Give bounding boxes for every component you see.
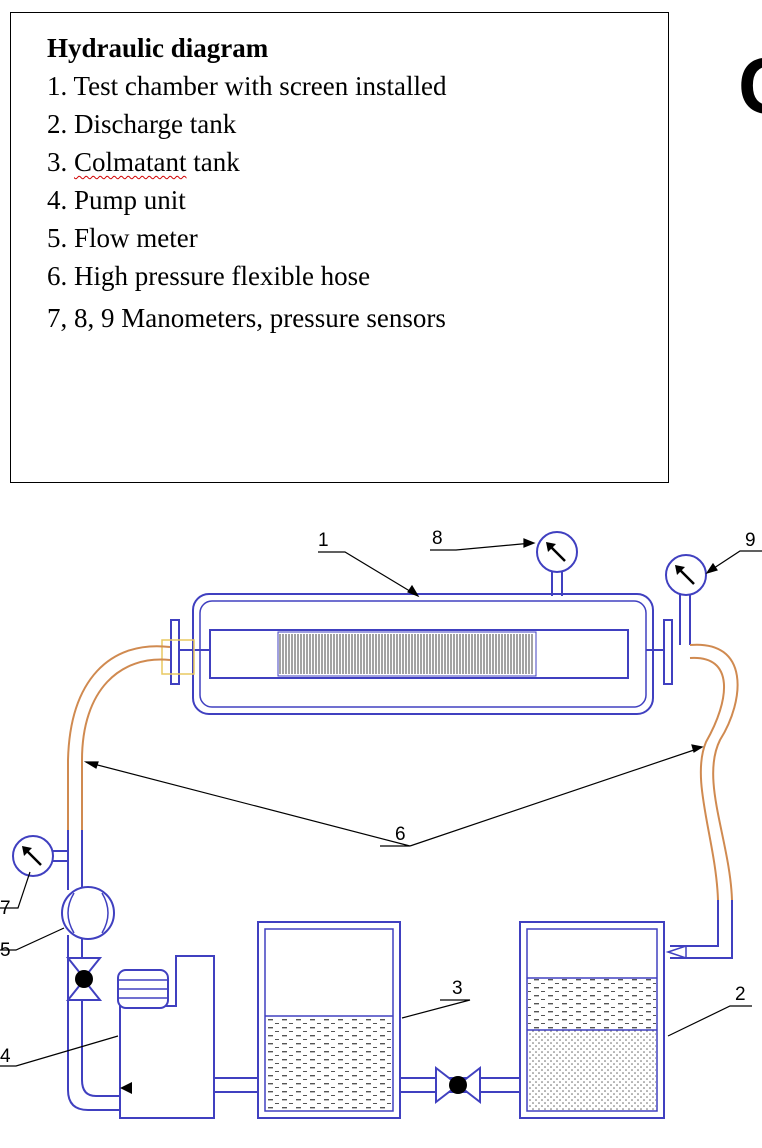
- flow-meter: [61, 886, 115, 940]
- legend-item-2: 2. Discharge tank: [47, 109, 237, 139]
- manometer-7: [12, 835, 68, 877]
- side-glyph: C: [738, 40, 762, 132]
- return-pipe: [665, 900, 733, 960]
- legend-item-3: 3. Colmatant tank: [47, 147, 240, 178]
- pump-outlet-pipe: [214, 1077, 258, 1093]
- flexible-hose-left: [67, 645, 171, 830]
- legend-item-7: 7, 8, 9 Manometers, pressure sensors: [47, 303, 446, 333]
- callout-3: 3: [452, 978, 463, 999]
- legend-item-6: 6. High pressure flexible hose: [47, 261, 371, 291]
- screen-mesh: [279, 634, 533, 674]
- legend-item-3-word: Colmatant: [74, 147, 187, 177]
- flexible-hose-right: [689, 643, 739, 901]
- leader-lines: [0, 538, 762, 1067]
- callout-7: 7: [0, 898, 11, 919]
- callout-9: 9: [745, 530, 756, 551]
- legend-item-3-rest: tank: [186, 147, 240, 177]
- legend-title: Hydraulic diagram: [47, 33, 269, 63]
- valve-middle: [435, 1065, 481, 1105]
- callout-1: 1: [318, 530, 329, 551]
- discharge-tank: [519, 921, 665, 1119]
- manometer-9: [665, 554, 707, 645]
- supply-pipe: [67, 830, 120, 1111]
- manometer-8: [536, 531, 578, 596]
- legend-box: Hydraulic diagram 1. Test chamber with s…: [10, 12, 669, 483]
- callout-6: 6: [395, 824, 406, 845]
- callout-4: 4: [0, 1046, 11, 1067]
- valve-left: [65, 957, 103, 1001]
- legend-item-1: 1. Test chamber with screen installed: [47, 71, 447, 101]
- callout-8: 8: [432, 528, 443, 549]
- legend-item-5: 5. Flow meter: [47, 223, 198, 253]
- colmatant-tank: [257, 921, 401, 1119]
- callout-2: 2: [735, 984, 746, 1005]
- legend-item-3-number: 3.: [47, 147, 74, 177]
- pump-unit: [117, 955, 215, 1119]
- test-chamber: [161, 593, 673, 715]
- legend-item-4: 4. Pump unit: [47, 185, 186, 215]
- callout-5: 5: [0, 940, 11, 961]
